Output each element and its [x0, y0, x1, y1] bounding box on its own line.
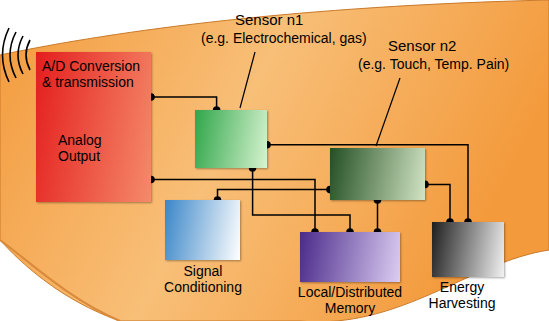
wire-connector: [263, 141, 472, 226]
component-label: Sensor n1: [235, 12, 303, 28]
component-label: Local/Distributed Memory: [290, 284, 410, 316]
component-label: Sensor n2: [388, 38, 456, 54]
harvesting-panel: Energy Harvesting: [432, 222, 504, 277]
panel-label: A/D Conversion & transmission: [42, 58, 147, 90]
wireless-waves: [3, 28, 31, 82]
wire-line: [425, 184, 450, 222]
component-label: (e.g. Electrochemical, gas): [201, 30, 367, 46]
wire-line: [267, 145, 468, 222]
sensor-panel: Sensor n2(e.g. Touch, Temp. Pain): [330, 148, 425, 200]
wire-connector: [374, 196, 382, 236]
component-label: Signal Conditioning: [157, 263, 249, 295]
sensor-panel: Sensor n1(e.g. Electrochemical, gas): [195, 110, 267, 168]
memory-panel: Local/Distributed Memory: [300, 232, 400, 282]
component-label: (e.g. Touch, Temp. Pain): [358, 56, 509, 72]
component-label: Energy Harvesting: [417, 279, 507, 311]
converter-panel: A/D Conversion & transmissionAnalog Outp…: [36, 52, 151, 202]
wire-connector: [421, 181, 454, 226]
sheet-fold: [0, 240, 120, 321]
wire-line: [377, 200, 379, 232]
wire-line: [218, 190, 331, 200]
panel-label: Analog Output: [58, 132, 118, 164]
conditioning-panel: Signal Conditioning: [165, 200, 240, 260]
wire-line: [151, 97, 217, 110]
